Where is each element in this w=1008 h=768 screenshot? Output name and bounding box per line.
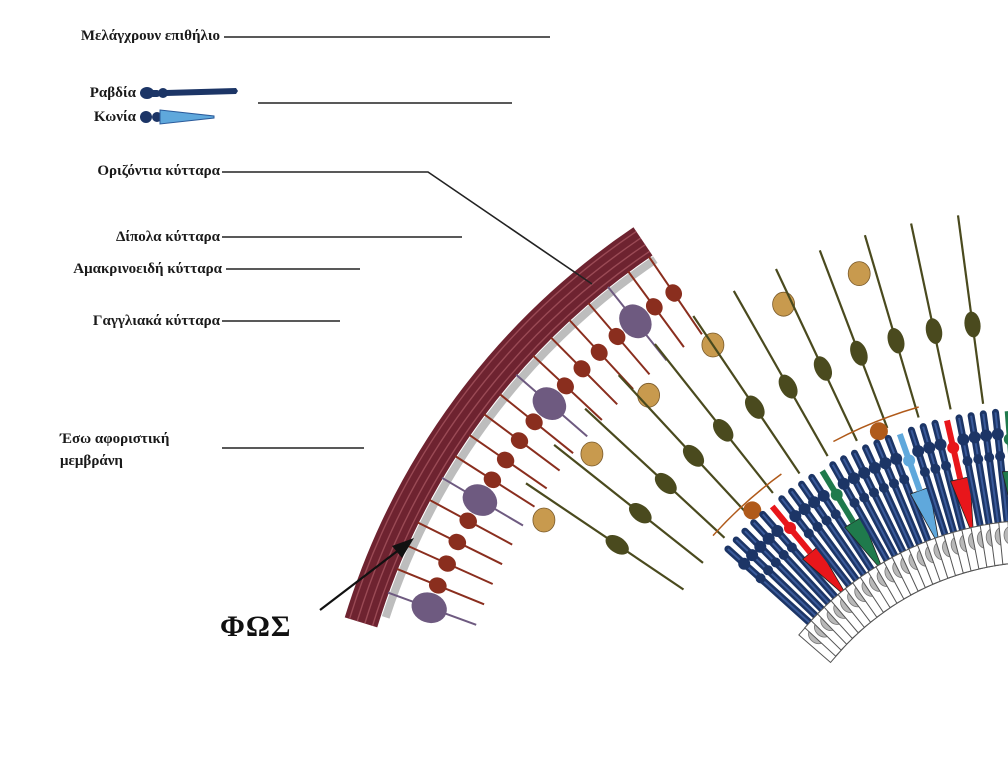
rod-cell bbox=[778, 495, 866, 605]
ganglion-cell-small bbox=[468, 434, 548, 490]
label-inner-limiting-membrane-2: μεμβράνη bbox=[60, 453, 123, 469]
rod-cell bbox=[862, 444, 924, 570]
membrane-shadow bbox=[381, 256, 658, 619]
label-inner-limiting-membrane-1: Έσω αφοριστική bbox=[60, 431, 170, 447]
bipolar-cell bbox=[617, 374, 749, 516]
rod-cell bbox=[979, 410, 1005, 547]
rod-cell bbox=[884, 434, 939, 564]
bipolar-cell-layer bbox=[525, 215, 985, 591]
ganglion-cell-small bbox=[499, 393, 574, 454]
label-ganglion-cells: Γαγγλιακά κύτταρα bbox=[92, 313, 220, 329]
membrane-stripe bbox=[364, 244, 646, 624]
membrane-stripe bbox=[371, 250, 651, 627]
rod-cell bbox=[851, 449, 916, 574]
label-light: ΦΩΣ bbox=[220, 610, 292, 643]
rod-cell bbox=[724, 545, 828, 640]
rod-cell bbox=[873, 439, 931, 567]
amacrine-cell bbox=[772, 291, 795, 317]
rod-cell bbox=[741, 527, 840, 628]
rod-cell bbox=[840, 455, 908, 578]
rod-cell bbox=[808, 473, 886, 590]
rod-cell bbox=[991, 408, 1008, 545]
horizontal-cell bbox=[833, 406, 919, 443]
ganglion-cell-small bbox=[648, 256, 703, 335]
label-pigment-epithelium: Μελάγχρουν επιθήλιο bbox=[80, 28, 220, 44]
ganglion-cell-small bbox=[406, 544, 494, 585]
ganglion-cell-small bbox=[429, 499, 513, 546]
ganglion-cell-small bbox=[483, 413, 561, 472]
cone-legend-icon bbox=[140, 109, 215, 125]
rod-cell bbox=[829, 461, 901, 582]
ganglion-cell-large bbox=[441, 476, 524, 527]
label-amacrine-cells: Αμακρινοειδή κύτταρα bbox=[73, 261, 222, 277]
rod-cell bbox=[919, 423, 963, 555]
rod-cell bbox=[788, 487, 872, 600]
pigment-epithelium bbox=[798, 519, 1008, 664]
label-bipolar-cells: Δίπολα κύτταρα bbox=[116, 229, 220, 245]
horizontal-cell-layer bbox=[712, 406, 919, 537]
ganglion-cell-small bbox=[417, 521, 503, 566]
rod-cell bbox=[967, 412, 996, 548]
bipolar-cell bbox=[525, 482, 685, 591]
membrane-stripe bbox=[348, 230, 637, 620]
rod-cell bbox=[907, 426, 955, 558]
cone-cell bbox=[944, 419, 974, 538]
bipolar-cell bbox=[553, 444, 704, 564]
rod-cell bbox=[759, 510, 853, 616]
rod-cell bbox=[750, 519, 846, 622]
light-arrow-icon bbox=[319, 538, 414, 611]
legend-icons bbox=[140, 87, 238, 125]
horizontal-pointer bbox=[222, 171, 593, 285]
rod-cell bbox=[732, 536, 834, 634]
amacrine-cell bbox=[532, 507, 556, 533]
ganglion-cell-small bbox=[627, 270, 685, 348]
bipolar-cell bbox=[863, 234, 920, 418]
bipolar-cell bbox=[692, 315, 801, 475]
label-horizontal-cells: Οριζόντια κύτταρα bbox=[97, 163, 220, 179]
rod-legend-icon bbox=[140, 87, 238, 99]
ganglion-cell-layer bbox=[387, 256, 703, 626]
ganglion-cell-small bbox=[532, 355, 603, 421]
label-rods: Ραβδία bbox=[89, 85, 136, 101]
label-cones: Κωνία bbox=[93, 109, 136, 125]
ganglion-cell-large bbox=[387, 591, 477, 626]
horizontal-cell bbox=[712, 473, 782, 537]
bipolar-cell bbox=[818, 250, 889, 429]
bipolar-cell bbox=[654, 343, 774, 494]
bipolar-cell bbox=[910, 223, 952, 410]
label-pointer-lines bbox=[222, 36, 593, 449]
amacrine-cell bbox=[580, 441, 604, 467]
bipolar-cell bbox=[584, 407, 726, 539]
cone-cell bbox=[819, 469, 885, 574]
rod-cell bbox=[955, 414, 988, 549]
amacrine-cell bbox=[847, 261, 871, 287]
rod-cell bbox=[798, 480, 879, 595]
ganglion-cell-small bbox=[587, 302, 651, 376]
bipolar-cell bbox=[732, 290, 829, 457]
ganglion-cell-small bbox=[396, 567, 485, 606]
ganglion-cell-small bbox=[454, 455, 536, 508]
ganglion-cell-large bbox=[515, 373, 588, 438]
cone-cell bbox=[1001, 411, 1008, 497]
membrane-band bbox=[344, 227, 653, 628]
ganglion-cell-small bbox=[550, 336, 618, 406]
membrane-stripe bbox=[356, 237, 642, 622]
rod-cell bbox=[931, 419, 971, 553]
cone-cell bbox=[769, 504, 850, 600]
bipolar-cell bbox=[775, 268, 858, 442]
photoreceptor-layer bbox=[724, 408, 1008, 640]
inner-limiting-membrane bbox=[344, 227, 658, 628]
bipolar-cell bbox=[956, 215, 985, 404]
amacrine-cell bbox=[637, 382, 660, 408]
cone-cell bbox=[896, 433, 941, 548]
